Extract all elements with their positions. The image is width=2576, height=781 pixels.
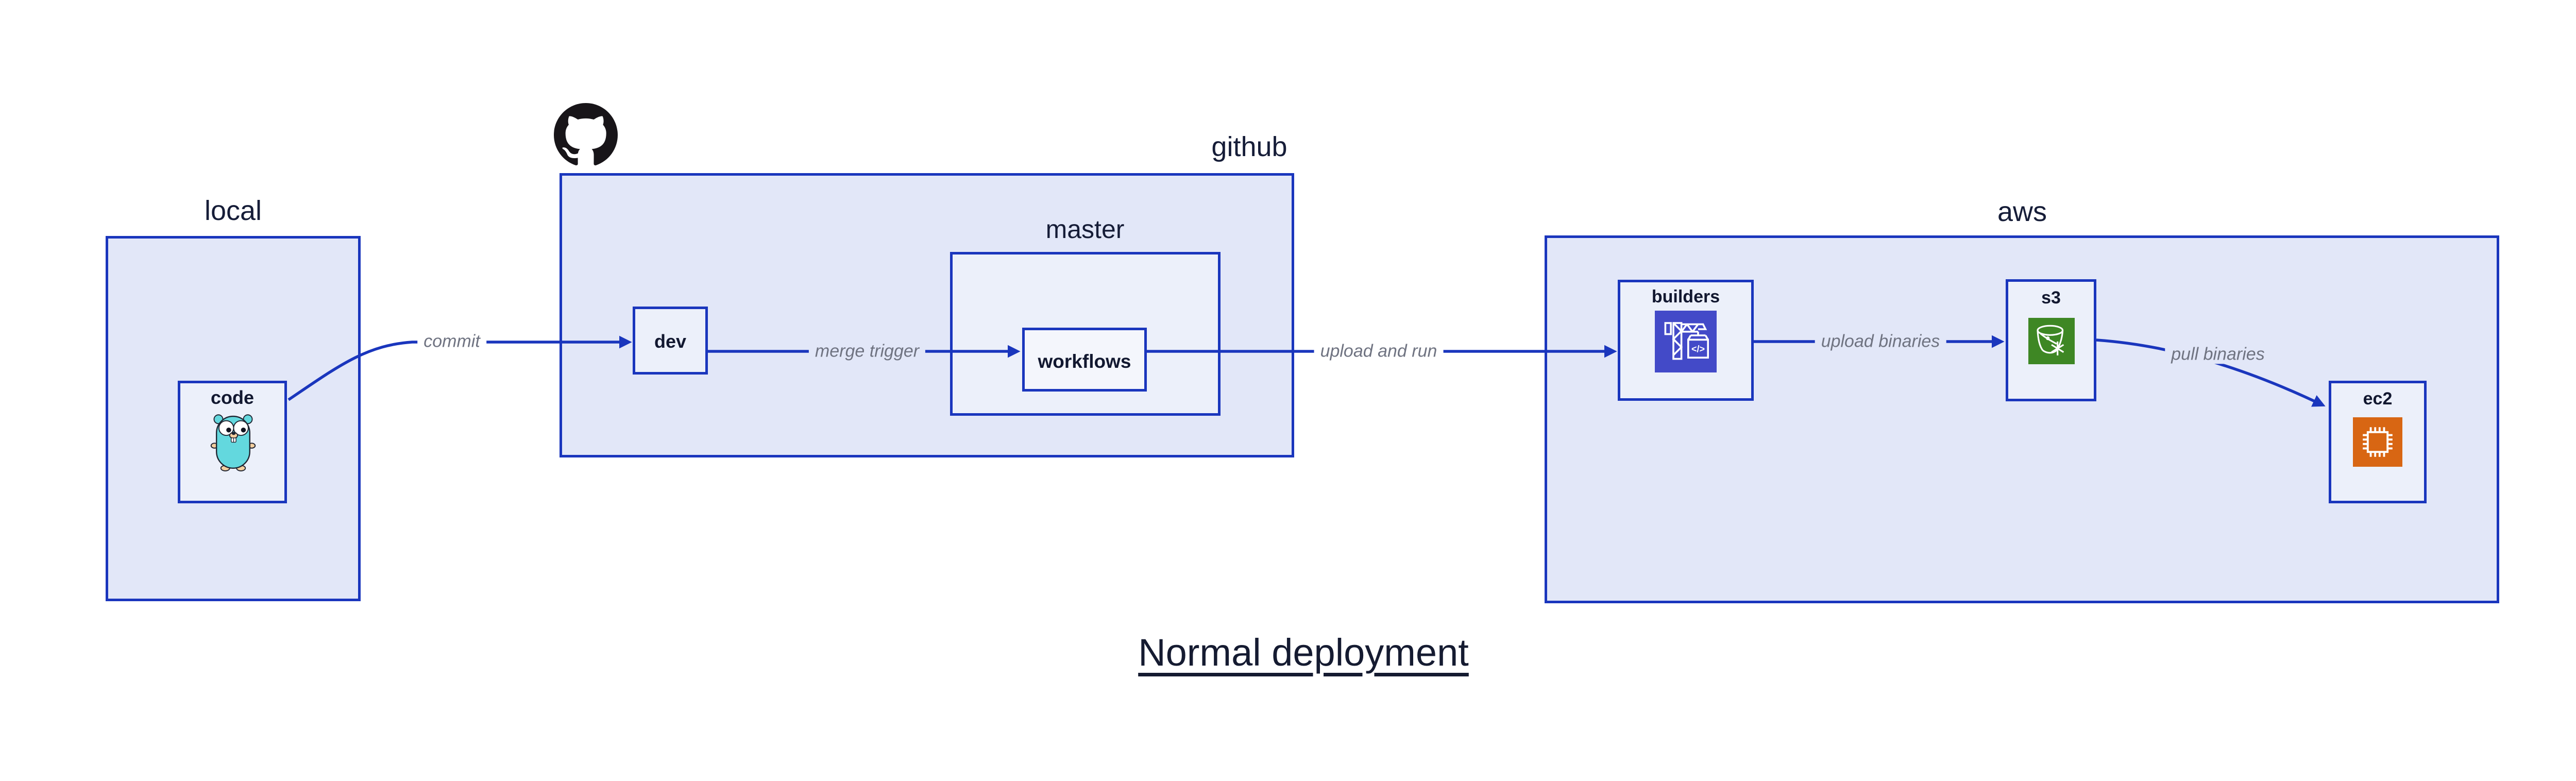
group-label-github: github [1211, 131, 1287, 162]
edge-label-upload-binaries: upload binaries [1815, 331, 1946, 351]
node-label-s3: s3 [2041, 288, 2061, 308]
aws-s3-glacier-icon [2028, 318, 2075, 364]
group-label-local: local [204, 195, 262, 226]
node-box-builders [1618, 280, 1754, 401]
group-label-master: master [1045, 215, 1125, 244]
aws-ec2-icon [2353, 417, 2402, 467]
github-octocat-icon [554, 103, 618, 165]
node-label-ec2: ec2 [2363, 389, 2393, 409]
group-label-aws: aws [1997, 196, 2047, 227]
diagram-title: Normal deployment [1138, 631, 1469, 674]
node-label-dev: dev [654, 331, 687, 352]
node-label-code: code [210, 387, 255, 408]
edge-label-pull-binaries: pull binaries [2165, 344, 2271, 364]
edge-label-merge-trigger: merge trigger [808, 341, 926, 361]
codebuild-code-glyph: </> [1691, 344, 1705, 354]
aws-codebuild-icon: </> [1655, 311, 1717, 372]
node-box-workflows [1022, 328, 1147, 392]
node-label-builders: builders [1651, 287, 1720, 307]
node-label-workflows: workflows [1038, 351, 1131, 372]
node-box-dev [633, 307, 708, 375]
edge-label-upload-and-run: upload and run [1314, 341, 1444, 361]
go-gopher-icon [210, 414, 256, 471]
edge-label-commit: commit [417, 331, 486, 351]
